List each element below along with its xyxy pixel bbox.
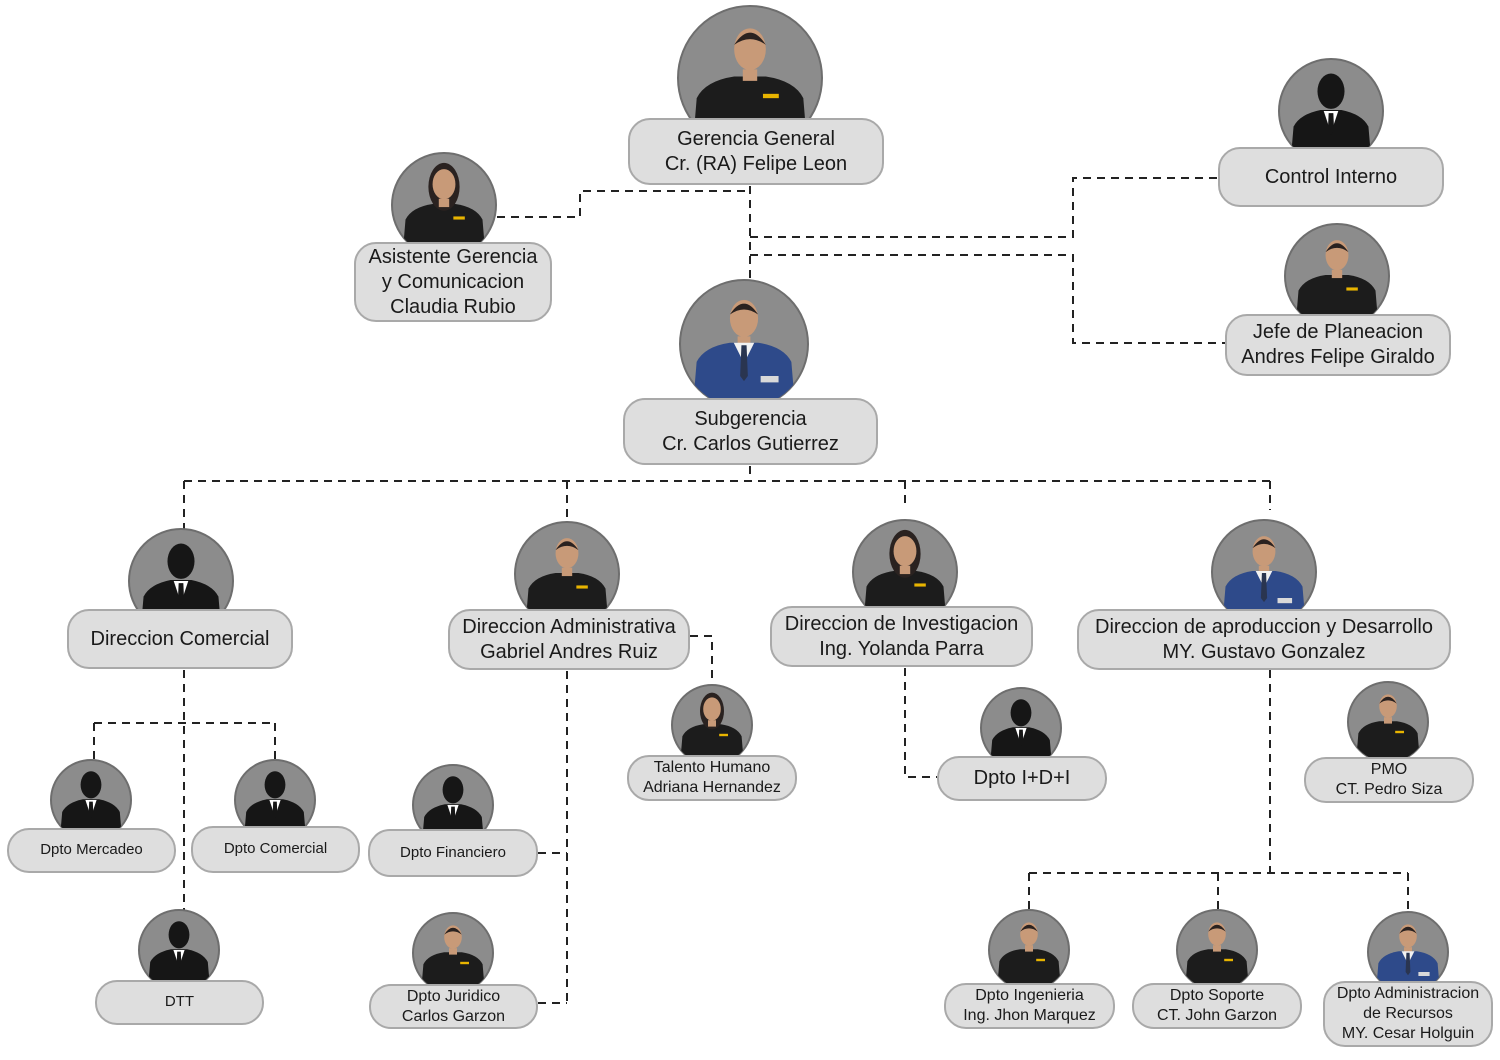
avatar-deputy-manager-officer-uniform-photo xyxy=(679,279,809,409)
connector-assistant-link xyxy=(497,190,750,218)
node-title: Dpto Juridico xyxy=(406,987,501,1005)
node-title: Jefe de Planeacion xyxy=(1252,321,1424,343)
node-title: Direccion Comercial xyxy=(90,627,270,650)
avatar-legal-dept-man-black-polo-photo xyxy=(412,912,494,994)
node-commercial-dept[interactable]: Dpto Comercial xyxy=(191,826,360,873)
node-internal-control[interactable]: Control Interno xyxy=(1218,147,1444,207)
node-title: Subgerencia xyxy=(694,407,807,430)
node-financial-dept[interactable]: Dpto Financiero xyxy=(368,829,538,877)
avatar-engineering-dept-man-black-polo-photo xyxy=(988,909,1070,991)
node-title: Direccion de Investigacion xyxy=(784,612,1019,635)
node-commercial-direction[interactable]: Direccion Comercial xyxy=(67,609,293,669)
node-assistant[interactable]: Asistente Gerencia y Comunicacion Claudi… xyxy=(354,242,552,322)
node-deputy-manager[interactable]: Subgerencia Cr. Carlos Gutierrez xyxy=(623,398,878,465)
avatar-planning-head-man-black-polo-photo xyxy=(1284,223,1390,329)
connector-planeacion-link xyxy=(750,254,1225,344)
node-title: Dpto Ingenieria xyxy=(975,987,1084,1004)
node-title-line2: de Recursos xyxy=(1363,1005,1453,1022)
node-person-name: Cr. (RA) Felipe Leon xyxy=(664,152,848,175)
node-title: Dpto Mercadeo xyxy=(40,841,143,859)
node-title: Gerencia General xyxy=(677,127,835,150)
node-title: Direccion Administrativa xyxy=(462,615,676,638)
node-dtt[interactable]: DTT xyxy=(95,980,264,1025)
node-person-name: MY. Cesar Holguin xyxy=(1341,1025,1475,1042)
avatar-idi-dept-silhouette-suit-icon xyxy=(980,687,1062,769)
node-planning-head[interactable]: Jefe de Planeacion Andres Felipe Giraldo xyxy=(1225,314,1451,376)
node-title-line1: Asistente Gerencia xyxy=(368,245,538,268)
avatar-resources-dept-officer-uniform-photo xyxy=(1367,911,1449,993)
node-person-name: MY. Gustavo Gonzalez xyxy=(1162,640,1366,663)
connector-lines xyxy=(93,177,1409,1004)
avatar-financial-dept-silhouette-suit-icon xyxy=(412,764,494,846)
node-title: Dpto I+D+I xyxy=(973,767,1071,789)
node-legal-dept[interactable]: Dpto Juridico Carlos Garzon xyxy=(369,984,538,1029)
node-person-name: Adriana Hernandez xyxy=(643,779,781,796)
avatar-support-dept-man-black-polo-photo xyxy=(1176,909,1258,991)
node-title-line1: Dpto Administracion xyxy=(1336,985,1480,1002)
node-pmo[interactable]: PMO CT. Pedro Siza xyxy=(1304,757,1474,803)
node-title: PMO xyxy=(1370,761,1408,778)
connector-control-interno-link xyxy=(750,177,1218,238)
node-marketing-dept[interactable]: Dpto Mercadeo xyxy=(7,828,176,873)
node-person-name: Gabriel Andres Ruiz xyxy=(480,640,658,663)
node-title: DTT xyxy=(164,993,195,1011)
node-title-line2: y Comunicacion xyxy=(381,270,525,293)
node-person-name: CT. John Garzon xyxy=(1156,1007,1278,1024)
node-title: Direccion de aproduccion y Desarrollo xyxy=(1095,615,1433,638)
node-title: Dpto Financiero xyxy=(400,843,506,861)
node-person-name: Ing. Yolanda Parra xyxy=(819,637,984,660)
node-hr[interactable]: Talento Humano Adriana Hernandez xyxy=(627,755,797,801)
connector-to-talento-humano xyxy=(690,635,713,683)
node-admin-direction[interactable]: Direccion Administrativa Gabriel Andres … xyxy=(448,609,690,670)
node-support-dept[interactable]: Dpto Soporte CT. John Garzon xyxy=(1132,983,1302,1029)
node-person-name: Cr. Carlos Gutierrez xyxy=(662,432,839,455)
node-title: Dpto Comercial xyxy=(223,840,328,858)
node-title: Talento Humano xyxy=(653,759,771,776)
node-person-name: Carlos Garzon xyxy=(401,1007,506,1025)
node-resources-dept[interactable]: Dpto Administracion de Recursos MY. Cesa… xyxy=(1323,981,1493,1047)
node-person-name: CT. Pedro Siza xyxy=(1335,781,1443,798)
node-title: Control Interno xyxy=(1264,165,1398,188)
avatar-pmo-man-black-polo-photo xyxy=(1347,681,1429,763)
avatar-dtt-silhouette-suit-icon xyxy=(138,909,220,991)
node-general-manager[interactable]: Gerencia General Cr. (RA) Felipe Leon xyxy=(628,118,884,185)
node-title: Dpto Soporte xyxy=(1169,987,1265,1004)
node-person-name: Claudia Rubio xyxy=(390,295,516,318)
node-person-name: Ing. Jhon Marquez xyxy=(963,1007,1096,1024)
node-production-direction[interactable]: Direccion de aproduccion y Desarrollo MY… xyxy=(1077,609,1451,670)
node-research-direction[interactable]: Direccion de Investigacion Ing. Yolanda … xyxy=(770,606,1033,667)
avatar-hr-woman-black-polo-photo xyxy=(671,684,753,766)
connector-investigacion-trunk xyxy=(904,668,937,778)
node-person-name: Andres Felipe Giraldo xyxy=(1241,346,1435,368)
node-engineering-dept[interactable]: Dpto Ingenieria Ing. Jhon Marquez xyxy=(944,983,1115,1029)
node-idi-dept[interactable]: Dpto I+D+I xyxy=(937,756,1107,801)
